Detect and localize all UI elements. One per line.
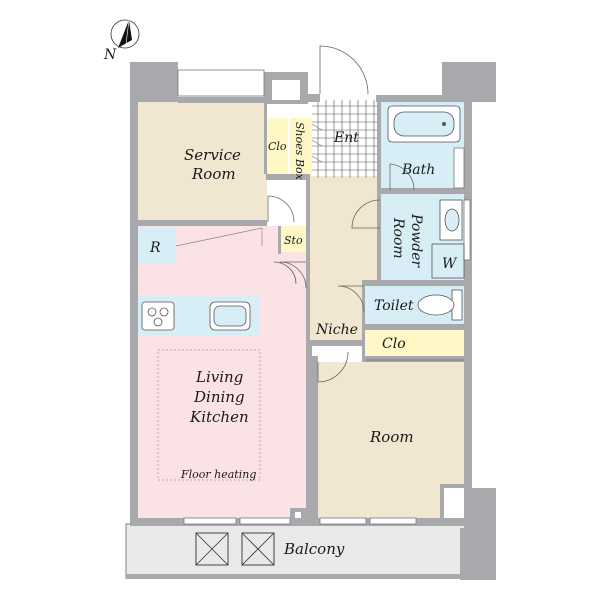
entrance-label: Ent — [333, 130, 359, 146]
washbasin-icon — [439, 199, 463, 241]
closet-2-label: Clo — [382, 336, 406, 352]
drain-icon — [241, 532, 275, 566]
windows — [177, 69, 471, 525]
entrance-tiles — [312, 100, 378, 178]
balcony-area: Balcony — [125, 523, 467, 579]
powder-room-label-2: Room — [390, 217, 406, 259]
washer-space — [431, 243, 465, 279]
drain-icon — [195, 532, 229, 566]
ldk-label-1: Living — [195, 368, 243, 386]
shower-wall — [453, 147, 465, 189]
shoes-box-doors — [311, 123, 323, 163]
stove-icon — [141, 301, 175, 331]
closet-1-floor — [266, 118, 288, 174]
closet-1-label: Clo — [268, 140, 287, 153]
floor-heating-label: Floor heating — [180, 468, 256, 481]
storage-floor — [280, 226, 308, 252]
storage-shelf-line — [175, 227, 263, 247]
compass-arrow-icon — [118, 20, 132, 48]
toilet-icon — [417, 289, 463, 321]
toilet-label: Toilet — [374, 298, 414, 314]
closet-2-floor — [364, 330, 466, 358]
service-room-label-1: Service — [184, 146, 241, 164]
refrigerator-label: R — [149, 240, 161, 256]
entrance-door[interactable] — [319, 45, 369, 95]
walls — [130, 62, 496, 580]
balcony-label: Balcony — [283, 540, 345, 558]
sink-icon — [209, 301, 251, 331]
storage-label: Sto — [284, 234, 303, 247]
bathtub-icon — [387, 105, 461, 143]
service-room-floor — [137, 102, 267, 222]
niche-label: Niche — [315, 322, 358, 338]
entrance-tile-floor — [312, 100, 378, 178]
washer-label: W — [442, 256, 458, 272]
room-floor — [318, 362, 466, 518]
shoes-box-label: Shoes Box — [293, 122, 306, 181]
bath-label: Bath — [401, 162, 435, 178]
ldk-label-2: Dining — [193, 388, 245, 406]
doors — [267, 45, 464, 383]
ldk-label-3: Kitchen — [189, 408, 249, 426]
ldk-floor — [137, 226, 307, 518]
refrigerator-space — [137, 228, 175, 264]
shoes-box-floor — [290, 118, 312, 176]
room-label: Room — [369, 428, 414, 446]
compass: N — [103, 19, 140, 63]
service-room-label-2: Room — [191, 165, 236, 183]
powder-room-label-1: Powder — [408, 213, 424, 269]
compass-north-label: N — [103, 47, 117, 63]
